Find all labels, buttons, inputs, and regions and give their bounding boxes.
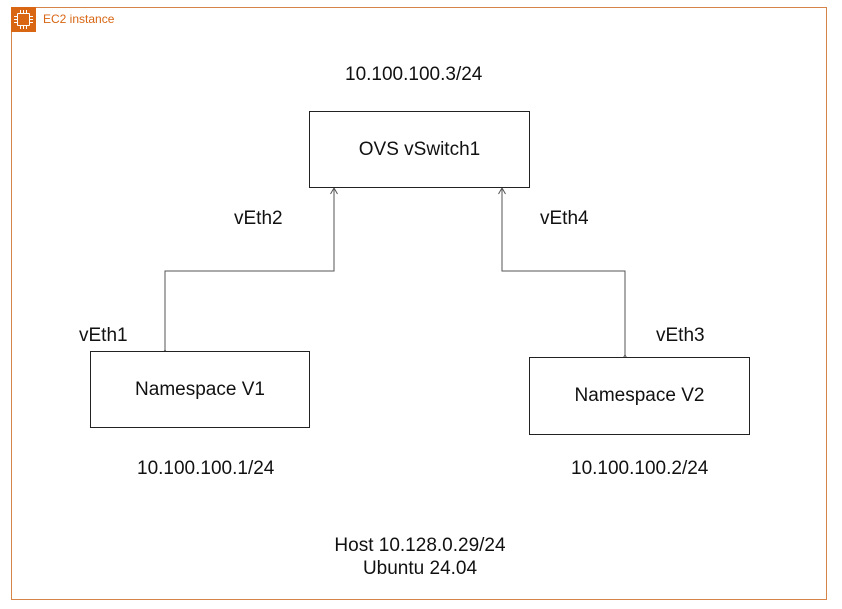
ec2-instance-chip-icon [11,7,36,32]
switch-ip-label: 10.100.100.3/24 [345,64,483,85]
host-info: Host 10.128.0.29/24 Ubuntu 24.04 [310,534,530,580]
link-veth3-veth4 [498,187,629,362]
veth4-label: vEth4 [540,208,589,229]
veth3-label: vEth3 [656,325,705,346]
host-ip-label: Host 10.128.0.29/24 [334,535,506,556]
link-veth1-veth2 [161,187,338,357]
namespace-v2-node: Namespace V2 [529,357,750,435]
host-os-label: Ubuntu 24.04 [362,558,478,579]
group-label: EC2 instance [43,12,115,26]
namespace-v1-label: Namespace V1 [135,378,265,400]
namespace-v2-ip-label: 10.100.100.2/24 [571,458,709,479]
namespace-v1-ip-label: 10.100.100.1/24 [137,458,275,479]
ovs-switch-node: OVS vSwitch1 [309,111,530,188]
namespace-v1-node: Namespace V1 [90,351,310,428]
ovs-switch-label: OVS vSwitch1 [358,138,481,160]
veth1-label: vEth1 [79,325,128,346]
veth2-label: vEth2 [234,208,283,229]
ec2-instance-group [11,7,827,600]
namespace-v2-label: Namespace V2 [574,385,705,406]
